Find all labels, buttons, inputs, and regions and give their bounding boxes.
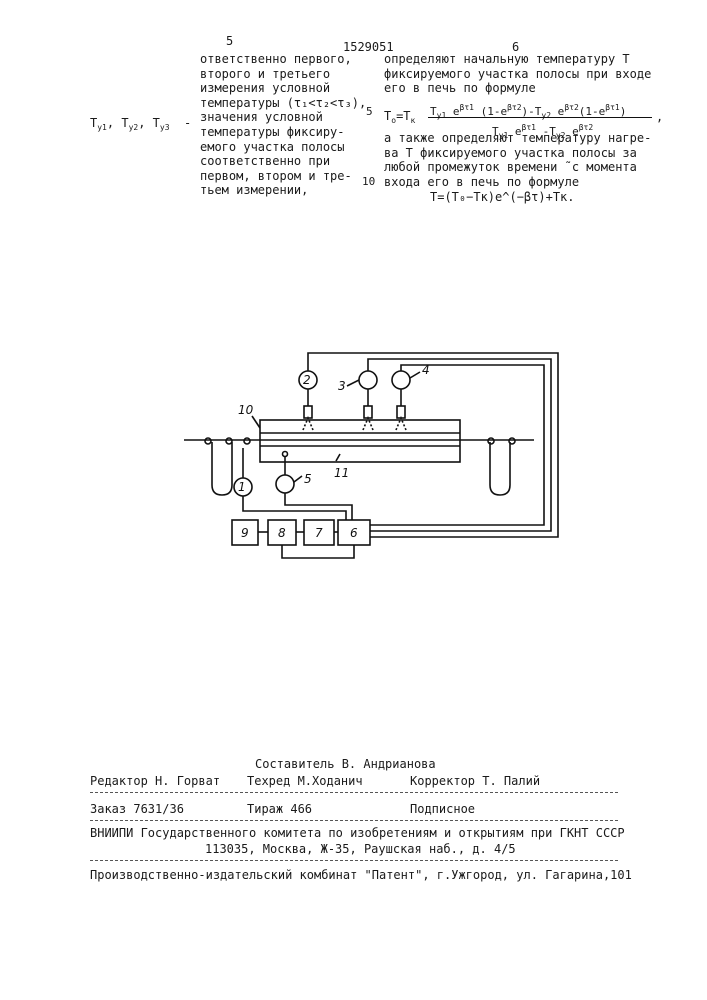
right-loop [490,442,510,495]
label-6: 6 [350,526,358,540]
label-9: 9 [241,526,249,540]
editor: Редактор Н. Горват [90,774,220,789]
sensor-4 [392,371,410,389]
sensor-3 [359,371,377,389]
order: Заказ 7631/36 [90,802,184,817]
divider [90,792,618,793]
label-10: 10 [238,403,254,417]
left-loop [212,442,232,495]
label-11: 11 [334,466,349,480]
circulation: Тираж 466 [247,802,312,817]
label-4: 4 [422,363,430,377]
corrector: Корректор Т. Палий [410,774,540,789]
furnace-body [260,420,460,462]
label-5: 5 [304,472,312,486]
label-1: 1 [238,480,246,494]
publisher: Производственно-издательский комбинат "П… [90,868,632,883]
label-8: 8 [278,526,286,540]
compiler: Составитель В. Андрианова [255,757,436,772]
divider [90,860,618,861]
divider [90,820,618,821]
label-3: 3 [338,379,346,393]
subscription: Подписное [410,802,475,817]
techred: Техред М.Ходанич [247,774,363,789]
sensor-5 [276,475,294,493]
label-7: 7 [315,526,323,540]
vniipi: ВНИИПИ Государственного комитета по изоб… [90,826,625,841]
address: 113035, Москва, Ж-35, Раушская наб., д. … [205,842,516,857]
label-2: 2 [303,373,311,387]
